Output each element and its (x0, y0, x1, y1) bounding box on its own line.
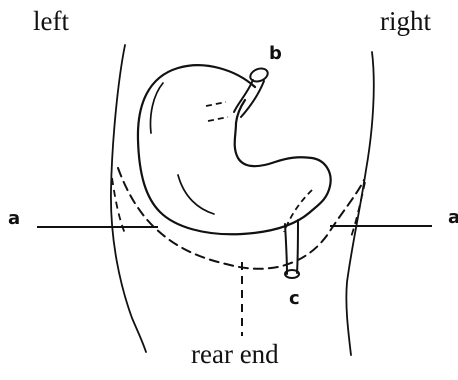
body-outline-right (346, 52, 373, 355)
stomach-outline (138, 65, 331, 234)
stomach-fold-upper (151, 83, 164, 133)
esophagus-dash-2 (208, 117, 228, 121)
marker-c: c (289, 290, 300, 308)
stomach-fold-lower (178, 175, 214, 214)
label-left: left (33, 8, 69, 35)
body-outline-left (111, 45, 146, 352)
label-rear-end: rear end (191, 341, 279, 368)
duodenum-right-wall (297, 220, 298, 273)
marker-a-right: a (448, 209, 458, 227)
esophagus-dash-1 (206, 102, 226, 106)
label-right: right (380, 8, 431, 35)
dashed-boundary (118, 168, 364, 269)
marker-b: b (269, 45, 282, 63)
esophagus-right-wall (241, 81, 264, 117)
duodenum-left-wall (285, 224, 287, 274)
marker-a-left: a (8, 210, 20, 228)
